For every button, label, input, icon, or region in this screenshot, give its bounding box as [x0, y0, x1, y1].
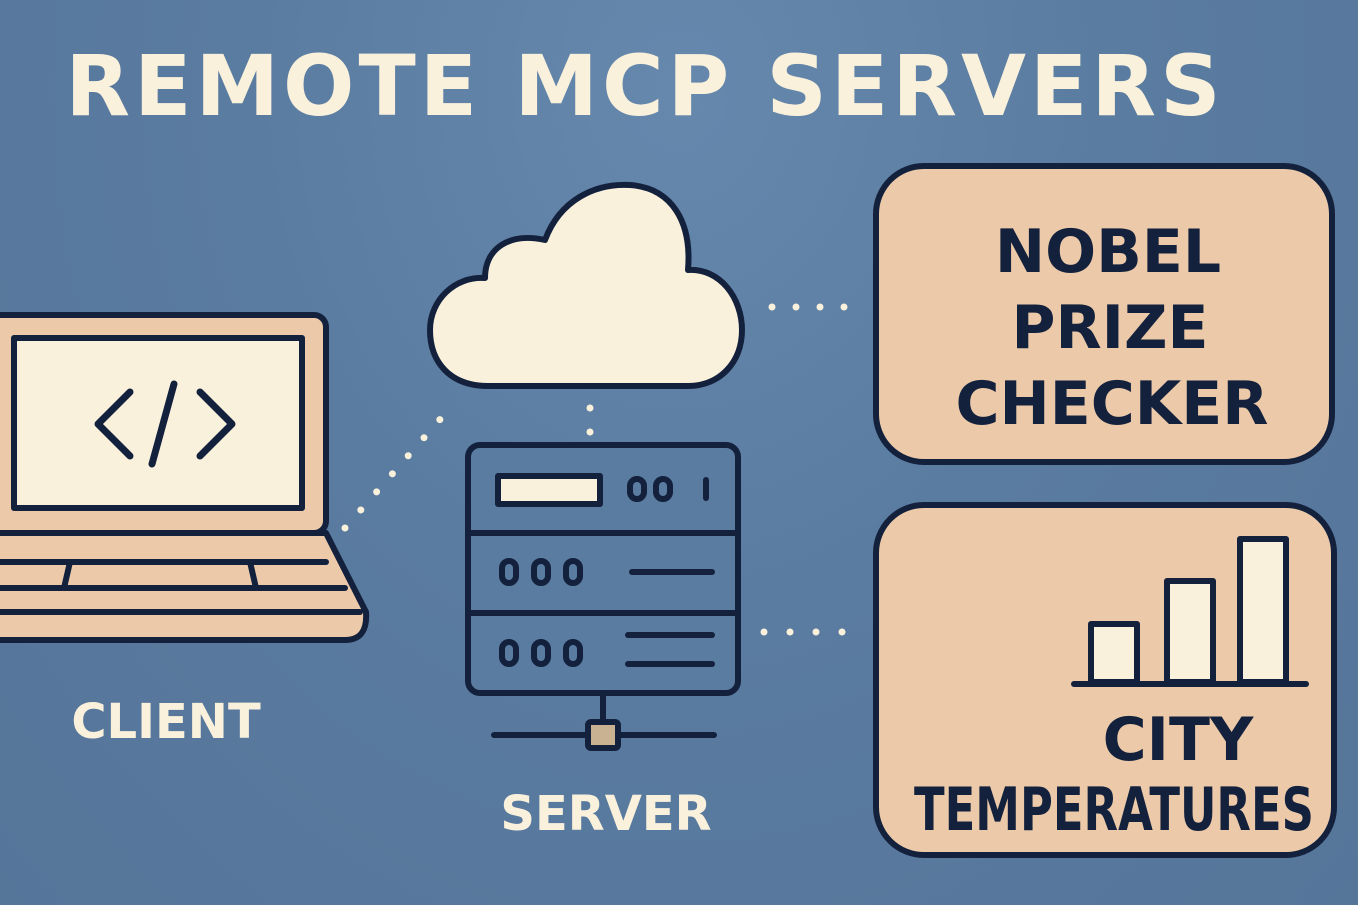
server-icon — [465, 442, 741, 751]
server-label: SERVER — [500, 786, 711, 842]
tool-card-city-temperatures: CITY TEMPERATURES — [873, 502, 1337, 858]
tool-card-line: NOBEL — [995, 217, 1221, 287]
page-title: REMOTE MCP SERVERS — [65, 37, 1224, 135]
tool-card-line: CITY — [1103, 705, 1255, 775]
tool-card-line: CHECKER — [956, 369, 1269, 439]
bar-chart-icon — [1071, 536, 1309, 687]
tool-card-nobel-prize-checker: NOBEL PRIZE CHECKER — [873, 163, 1335, 465]
cloud-icon — [427, 181, 745, 389]
client-label: CLIENT — [71, 694, 261, 750]
tool-card-line: TEMPERATURES — [914, 775, 1314, 845]
laptop-icon — [0, 312, 370, 643]
code-icon — [94, 380, 236, 468]
tool-card-line: PRIZE — [1012, 293, 1209, 363]
connector-client-to-cloud — [341, 404, 454, 532]
